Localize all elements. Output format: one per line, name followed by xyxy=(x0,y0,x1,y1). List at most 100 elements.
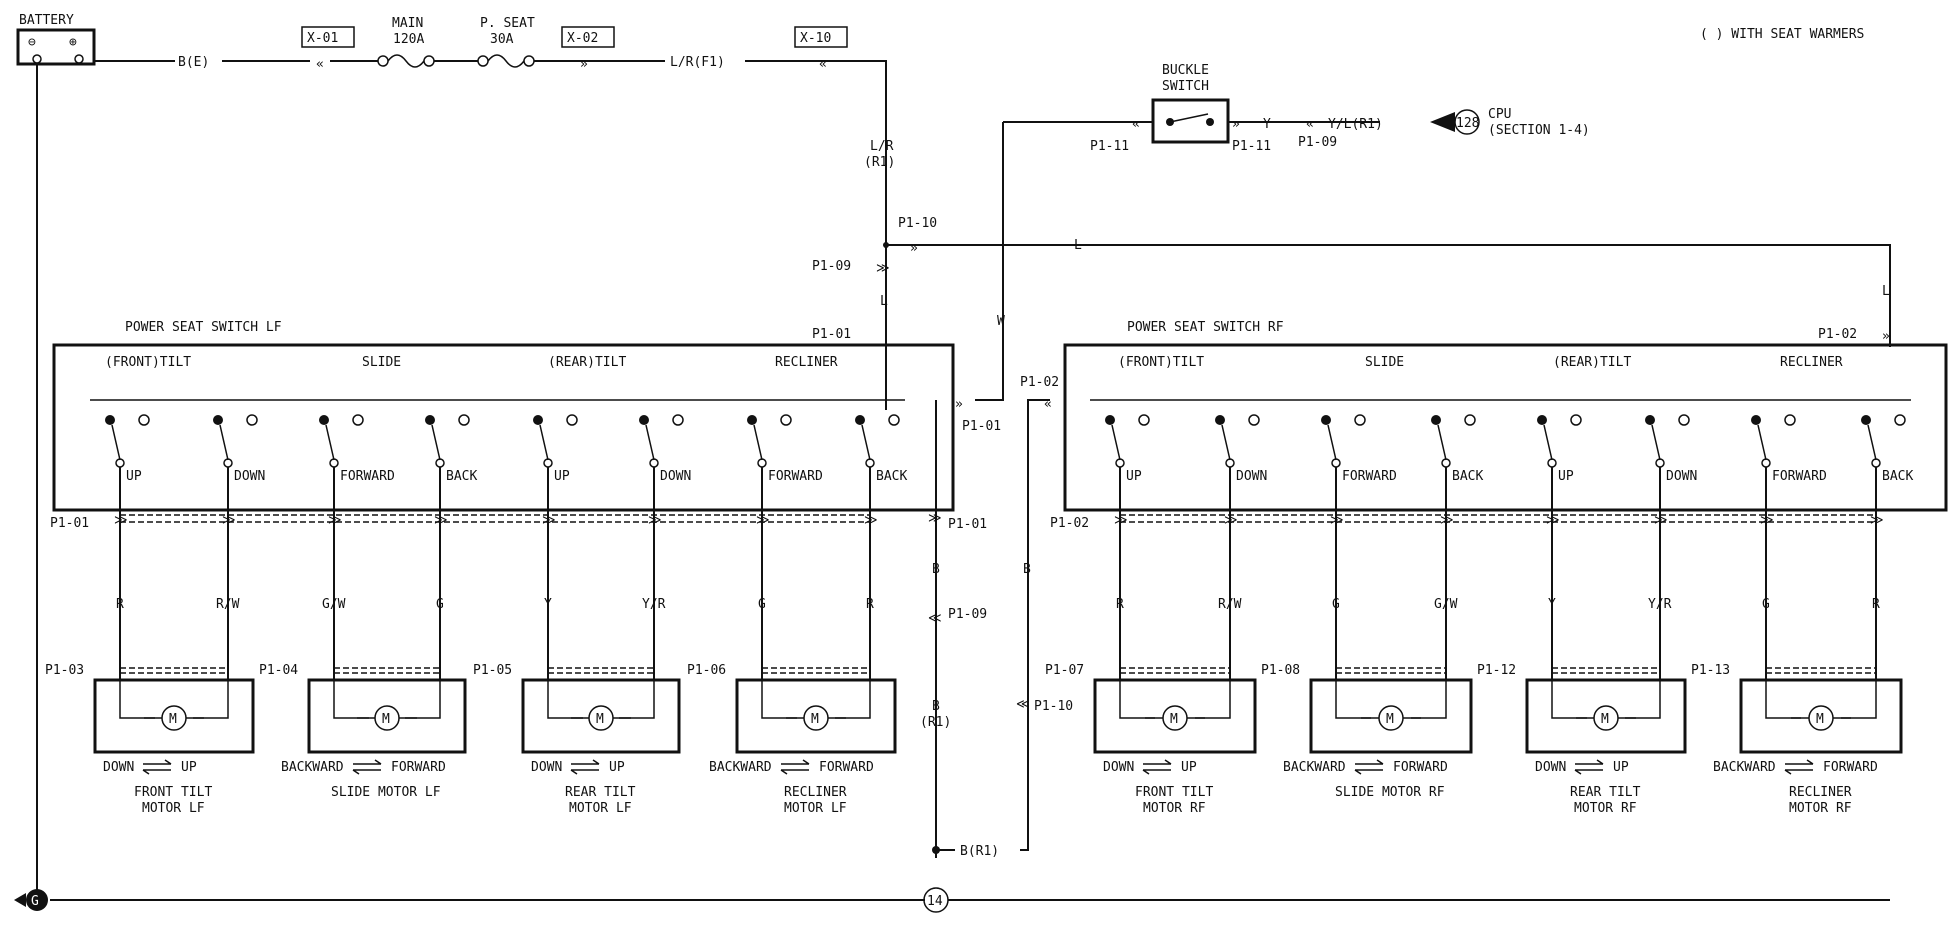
main-fuse-label: MAIN xyxy=(392,16,423,31)
rf-title: POWER SEAT SWITCH RF xyxy=(1127,320,1284,335)
chevron-icon: « xyxy=(1132,117,1140,132)
motor-letter: M xyxy=(596,712,604,727)
arrow-right-icon xyxy=(571,759,600,765)
motor-name-line1: REAR TILT xyxy=(565,785,636,800)
chevron-icon: ≪ xyxy=(928,611,942,626)
arrow-left-icon xyxy=(1574,769,1603,775)
wire-color-label: R xyxy=(866,597,874,612)
power-seat-switch-lf xyxy=(52,343,955,512)
switch-blade xyxy=(111,424,121,461)
switch-contact xyxy=(1354,414,1366,426)
switch-contact xyxy=(533,415,543,425)
chevron-icon: ≫ xyxy=(648,513,662,528)
switch-position-label: FORWARD xyxy=(340,469,395,484)
switch-contact xyxy=(1464,414,1476,426)
legend-note: ( ) WITH SEAT WARMERS xyxy=(1700,27,1864,42)
motor-name-line1: FRONT TILT xyxy=(1135,785,1213,800)
arrow-left-icon xyxy=(142,769,171,775)
motor-letter: M xyxy=(1170,712,1178,727)
motor-connector-label: P1-04 xyxy=(259,663,298,678)
switch-contact xyxy=(1215,415,1225,425)
motor-box xyxy=(735,678,897,754)
arrow-right-icon xyxy=(143,759,172,765)
connector-x01 xyxy=(301,26,355,48)
switch-blade xyxy=(1437,424,1447,461)
conn-p102-top: P1-02 xyxy=(1818,327,1857,342)
motor-name-line1: RECLINER xyxy=(784,785,847,800)
switch-contact xyxy=(1248,414,1260,426)
switch-position-label: UP xyxy=(1126,469,1142,484)
switch-blade xyxy=(219,424,229,461)
motor-box xyxy=(93,678,255,754)
chevron-icon: ≫ xyxy=(1114,513,1128,528)
switch-contact xyxy=(1321,415,1331,425)
motor-letter: M xyxy=(382,712,390,727)
motor-letter: M xyxy=(1601,712,1609,727)
motor-connector-label: P1-06 xyxy=(687,663,726,678)
switch-position-label: FORWARD xyxy=(768,469,823,484)
switch-contact xyxy=(639,415,649,425)
chevron-icon: « xyxy=(1044,397,1052,412)
switch-pivot xyxy=(1331,458,1341,468)
motor-name-line2: MOTOR LF xyxy=(569,801,632,816)
switch-position-label: BACK xyxy=(1882,469,1913,484)
chevron-icon: ≫ xyxy=(1870,513,1884,528)
lf-side-p101: P1-01 xyxy=(962,419,1001,434)
switch-pivot xyxy=(115,458,125,468)
cpu-ref-circle xyxy=(1454,109,1480,135)
switch-position-label: DOWN xyxy=(660,469,691,484)
wire-color-label: R xyxy=(1116,597,1124,612)
switch-pivot xyxy=(757,458,767,468)
switch-contact xyxy=(1894,414,1906,426)
switch-contact xyxy=(1431,415,1441,425)
wire-b-e: B(E) xyxy=(178,55,209,70)
chevron-icon: ≫ xyxy=(1440,513,1454,528)
gnd-p110: P1-10 xyxy=(1034,699,1073,714)
motor-direction-left: DOWN xyxy=(531,760,562,775)
buckle-p109: P1-09 xyxy=(1298,135,1337,150)
motor-box xyxy=(1093,678,1257,754)
switch-blade xyxy=(1221,424,1231,461)
switch-contact xyxy=(672,414,684,426)
motor-direction-left: DOWN xyxy=(1103,760,1134,775)
ground-ref-circle xyxy=(923,887,949,913)
switch-pivot xyxy=(1441,458,1451,468)
conn-p109-mid: P1-09 xyxy=(812,259,851,274)
switch-pivot xyxy=(329,458,339,468)
motor-name-line2: MOTOR LF xyxy=(142,801,205,816)
ground-ref-number: 14 xyxy=(927,894,943,909)
motor-direction-right: UP xyxy=(609,760,625,775)
lf-switch-internals: UP≫RDOWN≫R/WFORWARD≫G/WBACK≫GUP≫YDOWN≫Y/… xyxy=(50,399,907,680)
motor-direction-right: FORWARD xyxy=(391,760,446,775)
rf-group-rear-tilt: (REAR)TILT xyxy=(1553,355,1631,370)
switch-contact xyxy=(1784,414,1796,426)
switch-blade xyxy=(539,424,549,461)
motor-direction-right: UP xyxy=(181,760,197,775)
rf-switch-internals: UP≫RDOWN≫R/WFORWARD≫GBACK≫G/WUP≫YDOWN≫Y/… xyxy=(1050,399,1913,680)
ground-g: G xyxy=(31,894,39,909)
motor-direction-left: BACKWARD xyxy=(281,760,344,775)
switch-contact xyxy=(888,414,900,426)
wire-color-label: G/W xyxy=(322,597,346,612)
switch-position-label: DOWN xyxy=(1236,469,1267,484)
switch-contact xyxy=(1537,415,1547,425)
wire-l-right: L xyxy=(1882,284,1890,299)
switch-contact xyxy=(352,414,364,426)
buckle-p111a: P1-11 xyxy=(1090,139,1129,154)
wire-r1: (R1) xyxy=(864,155,895,170)
switch-contact xyxy=(1645,415,1655,425)
motor-connector-label: P1-12 xyxy=(1477,663,1516,678)
battery-plus: ⊕ xyxy=(69,35,77,50)
buckle-title-2: SWITCH xyxy=(1162,79,1209,94)
chevron-icon: ≫ xyxy=(864,513,878,528)
motor-name-line2: MOTOR RF xyxy=(1143,801,1206,816)
conn-p110-top: P1-10 xyxy=(898,216,937,231)
motor-name-line1: RECLINER xyxy=(1789,785,1852,800)
lf-title: POWER SEAT SWITCH LF xyxy=(125,320,282,335)
switch-pivot xyxy=(1655,458,1665,468)
gnd-b2: B xyxy=(932,699,940,714)
gnd-p109: P1-09 xyxy=(948,607,987,622)
motor-letter: M xyxy=(1816,712,1824,727)
chevron-icon: ≫ xyxy=(876,261,890,276)
